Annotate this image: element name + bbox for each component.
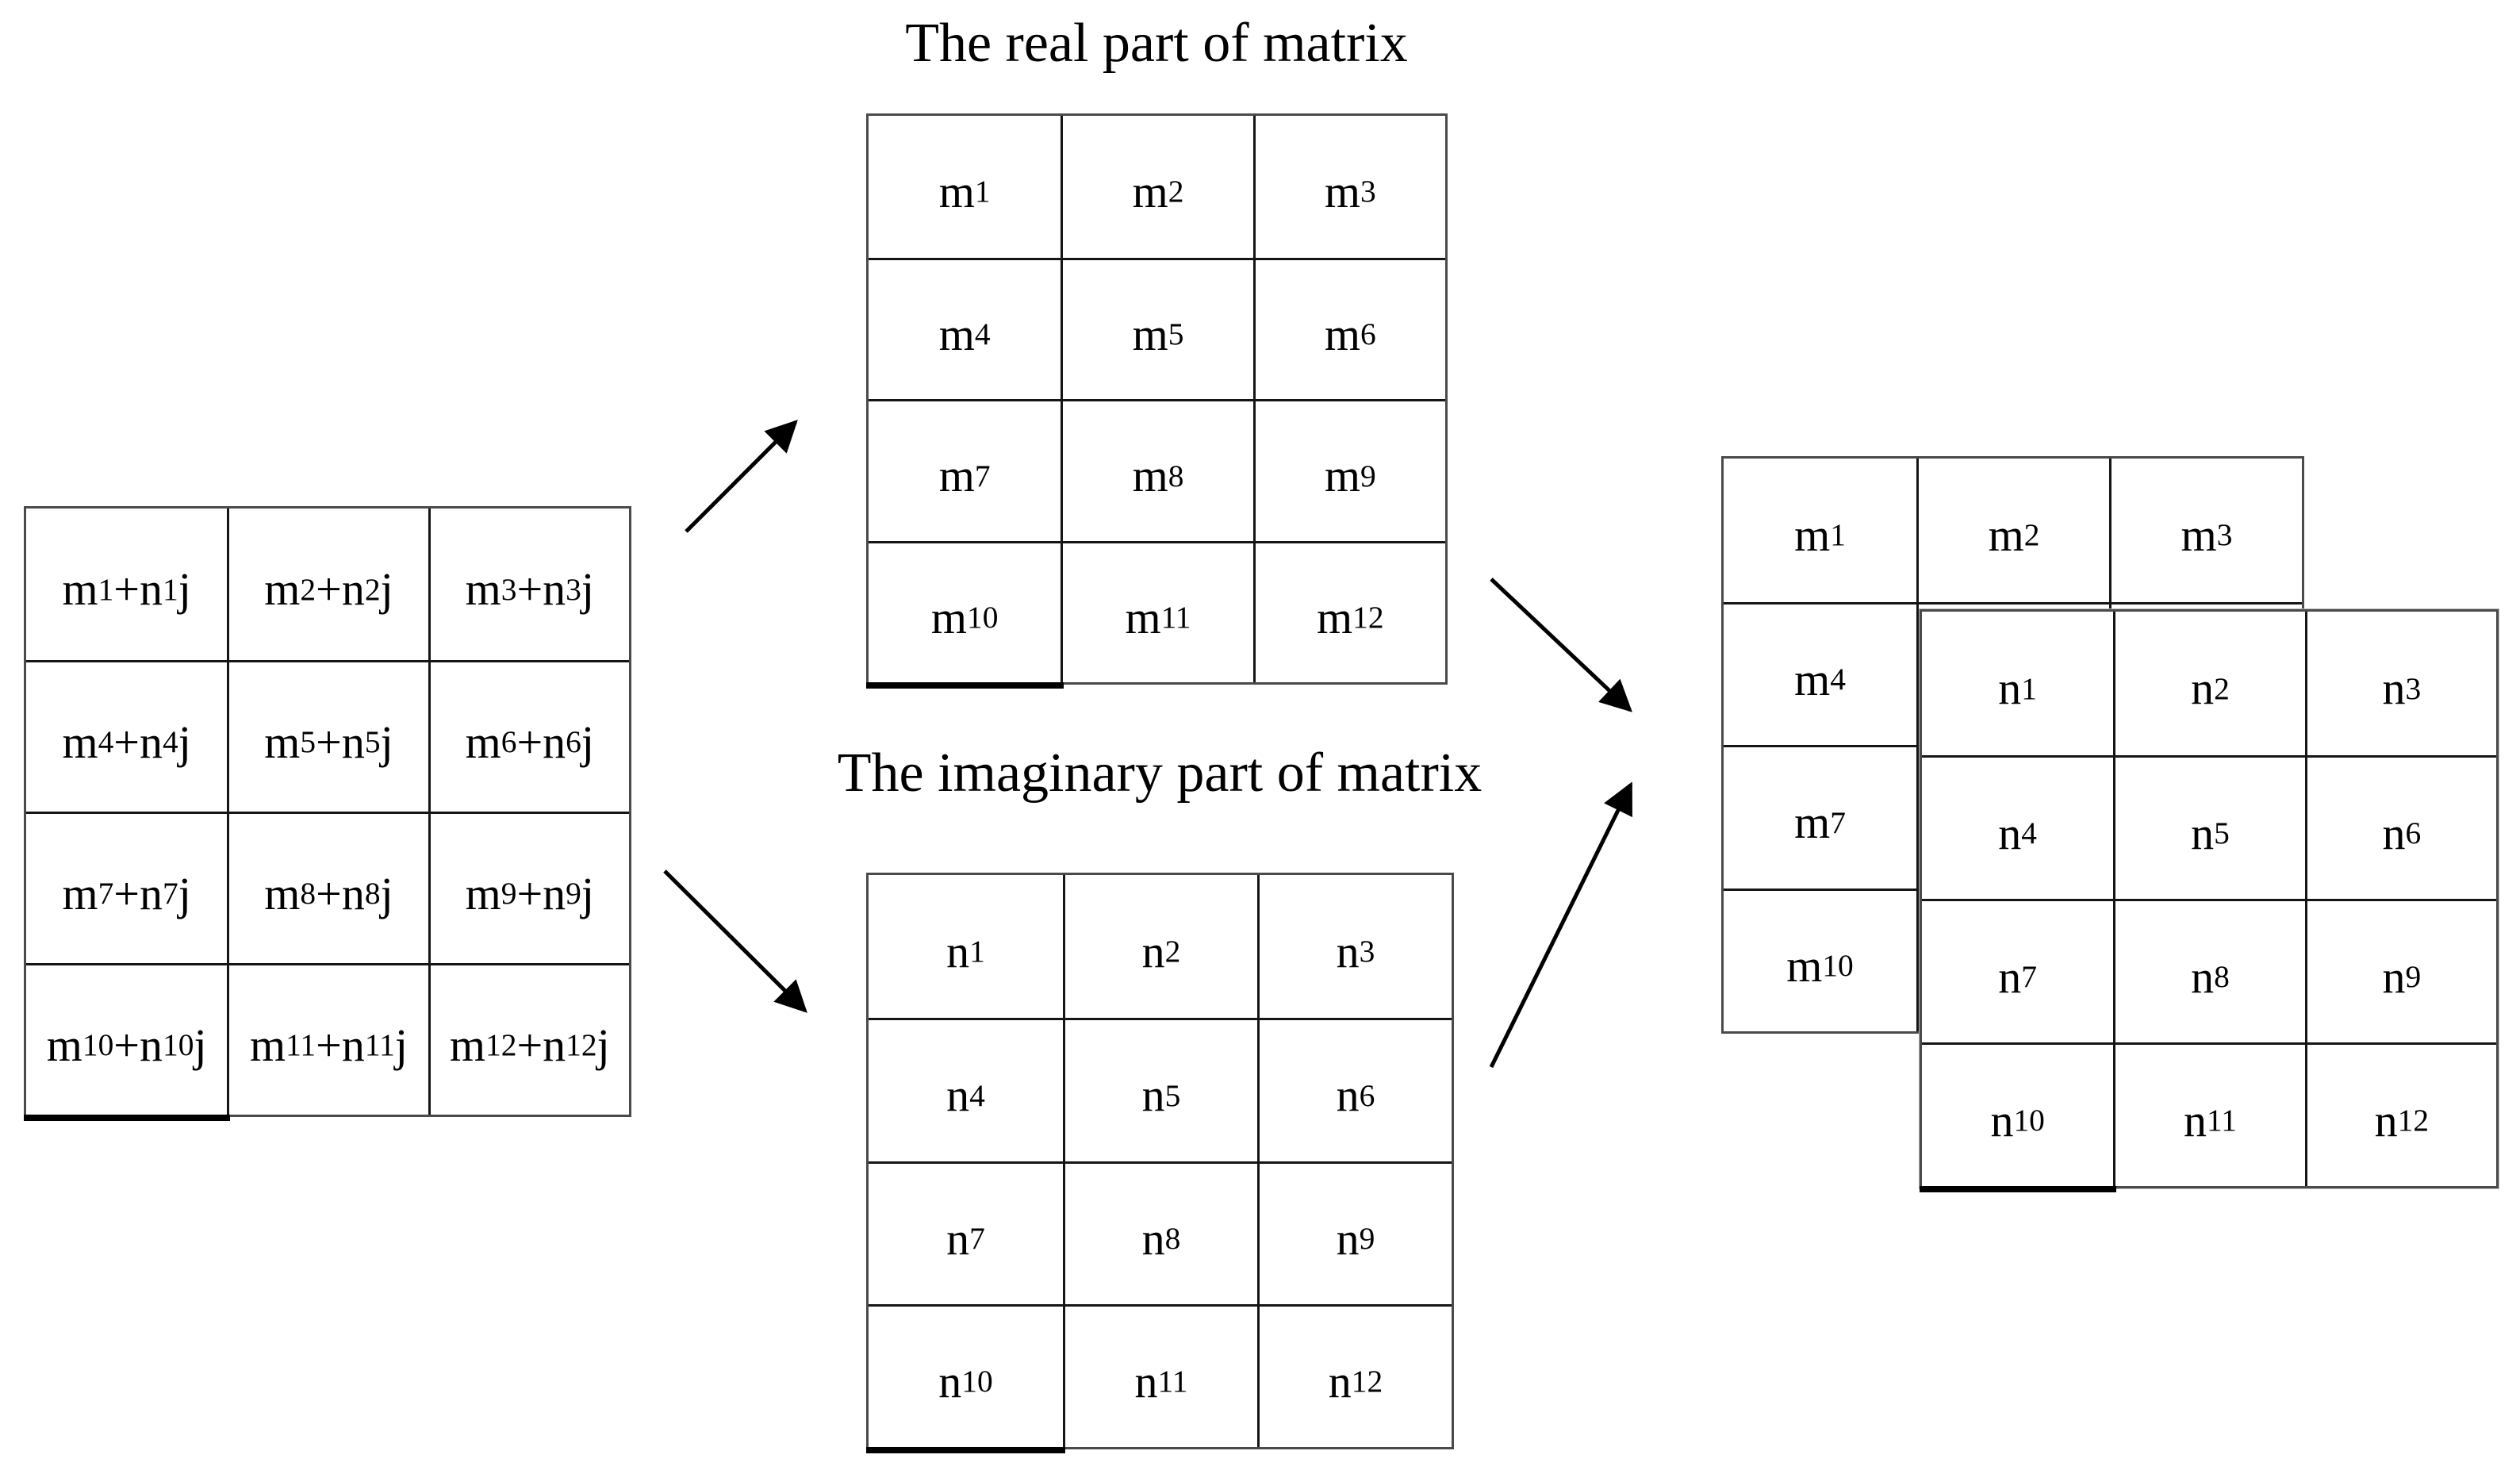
thick-bottom-border-segment <box>1920 1186 2116 1192</box>
thick-bottom-border-segment <box>866 682 1064 689</box>
arrow-imaginary-part-to-result-icon <box>1489 781 1633 1069</box>
arrow-real-part-to-result-icon <box>1490 578 1632 712</box>
arrow-complex-to-real-part-icon <box>685 420 798 533</box>
thick-bottom-border-segment <box>866 1447 1066 1453</box>
arrow-complex-to-imaginary-part-icon <box>663 869 807 1013</box>
thick-bottom-border-segment <box>24 1115 230 1121</box>
imaginary-part-title: The imaginary part of matrix <box>837 743 1482 804</box>
real-part-title: The real part of matrix <box>905 13 1408 74</box>
